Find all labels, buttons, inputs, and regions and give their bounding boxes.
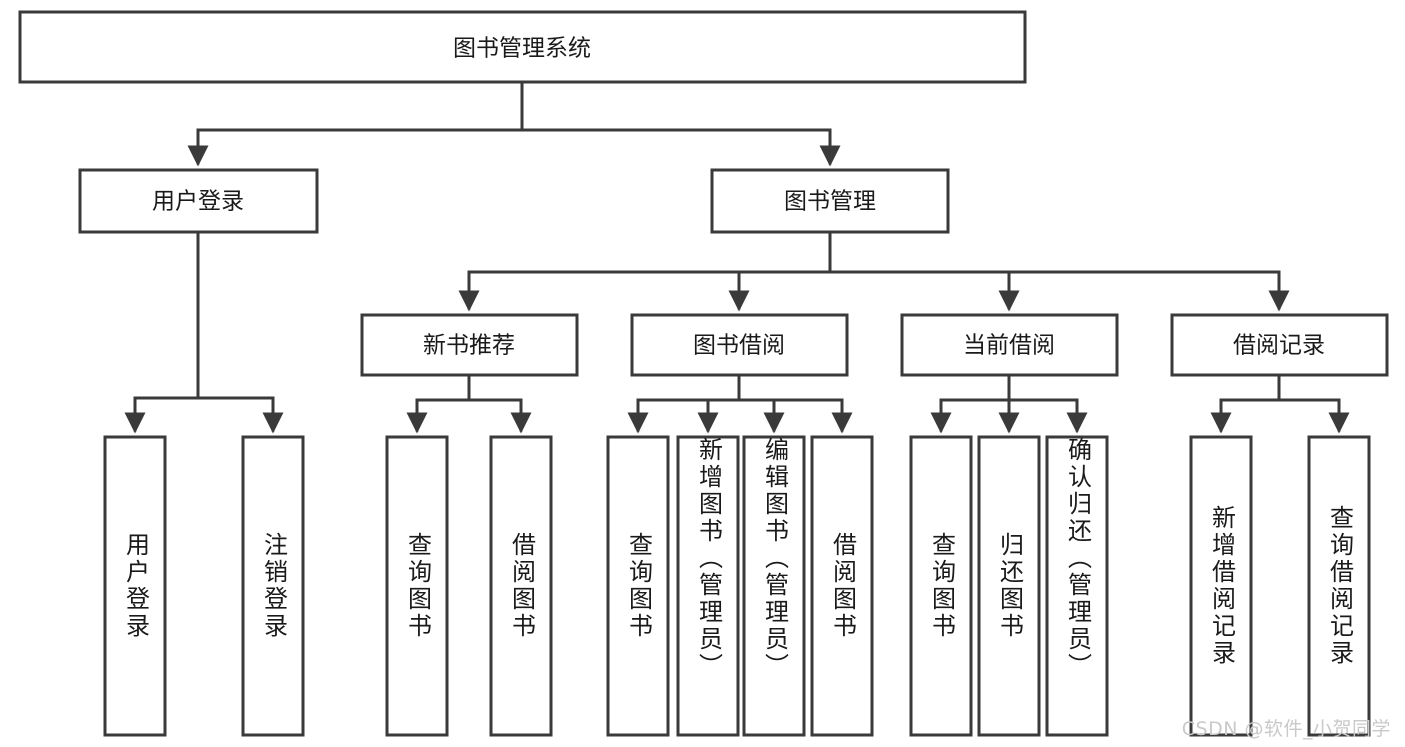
node-leaf-add-book-admin[interactable]: [676, 435, 740, 737]
node-current-borrow-label: 当前借阅: [963, 333, 1055, 359]
node-leaf-borrow-book-b[interactable]: [810, 435, 874, 737]
node-leaf-edit-book-admin[interactable]: [742, 435, 806, 737]
node-borrow-record[interactable]: [1170, 313, 1389, 377]
node-book-borrow[interactable]: [630, 313, 849, 377]
node-root[interactable]: [18, 10, 1027, 84]
node-book-borrow-label: 图书借阅: [693, 333, 785, 359]
node-leaf-query-borrow-record[interactable]: [1307, 435, 1371, 737]
node-current-borrow[interactable]: [900, 313, 1119, 377]
node-new-book-recommend-label: 新书推荐: [423, 333, 515, 359]
node-user-login-label: 用户登录: [152, 189, 244, 215]
node-new-book-recommend[interactable]: [360, 313, 579, 377]
node-leaf-user-login[interactable]: [103, 435, 167, 737]
node-user-login[interactable]: [78, 168, 319, 234]
node-root-label: 图书管理系统: [453, 36, 591, 62]
node-leaf-confirm-return-admin[interactable]: [1045, 435, 1109, 737]
node-leaf-return-book[interactable]: [977, 435, 1041, 737]
watermark: CSDN @软件_小贺同学: [1181, 718, 1391, 740]
node-leaf-query-book-b[interactable]: [606, 435, 670, 737]
node-book-manage[interactable]: [710, 168, 950, 234]
node-book-manage-label: 图书管理: [784, 189, 876, 215]
node-leaf-add-borrow-record[interactable]: [1189, 435, 1253, 737]
node-leaf-query-book-a[interactable]: [385, 435, 449, 737]
node-leaf-logout[interactable]: [241, 435, 305, 737]
node-borrow-record-label: 借阅记录: [1233, 333, 1325, 359]
node-leaf-borrow-book-a[interactable]: [489, 435, 553, 737]
node-leaf-query-book-c[interactable]: [909, 435, 973, 737]
